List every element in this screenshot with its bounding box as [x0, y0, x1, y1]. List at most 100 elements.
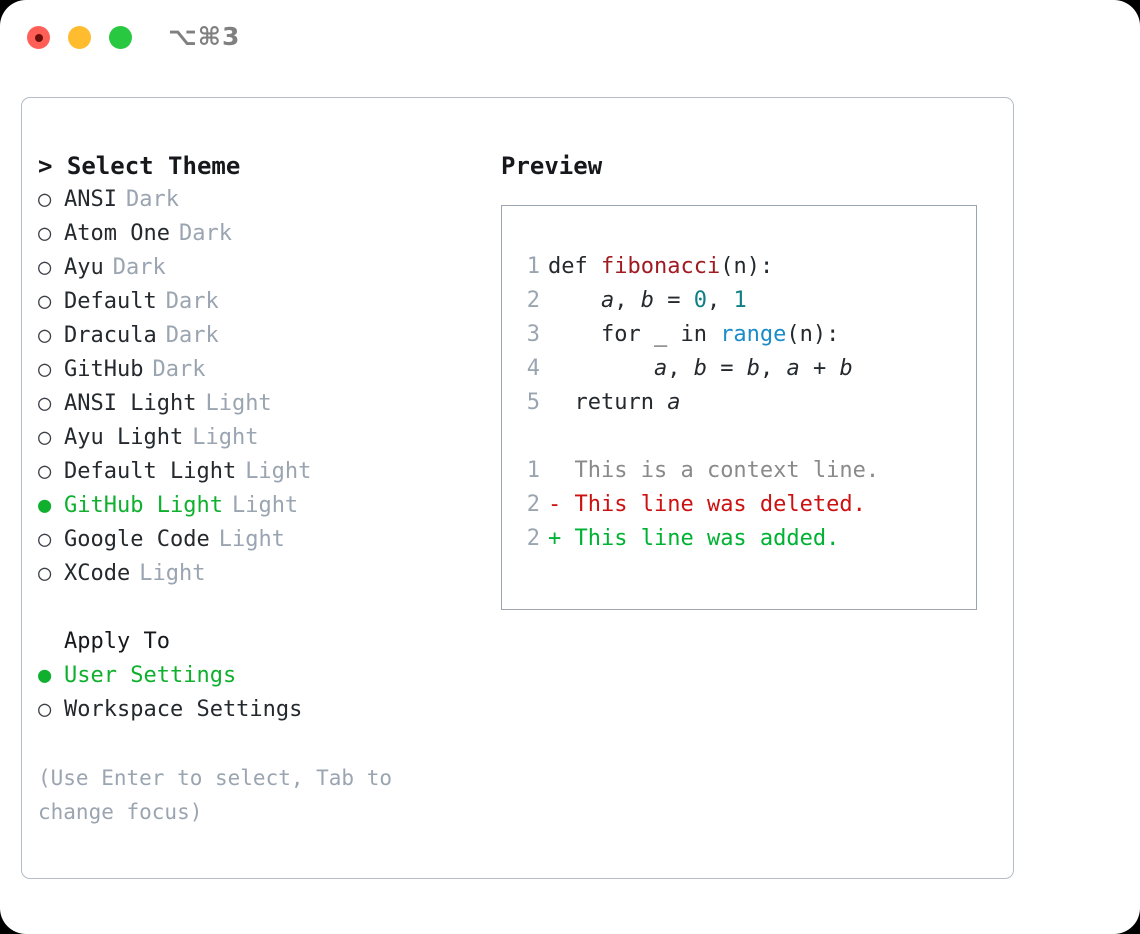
- radio-unselected-icon[interactable]: ○: [38, 255, 52, 280]
- code-token: 1: [733, 288, 747, 313]
- code-token: +: [799, 356, 840, 381]
- theme-option[interactable]: ○ Ayu Dark: [38, 251, 468, 285]
- code-line: 2 a, b = 0, 1: [518, 284, 976, 318]
- theme-option[interactable]: ○ Dracula Dark: [38, 319, 468, 353]
- line-number: 5: [526, 390, 540, 415]
- maximize-button[interactable]: [109, 26, 132, 49]
- close-button[interactable]: [27, 26, 50, 49]
- code-token: range: [720, 322, 787, 347]
- theme-variant-label: Dark: [125, 187, 179, 212]
- radio-unselected-icon[interactable]: ○: [38, 391, 52, 416]
- diff-marker: [548, 458, 561, 483]
- theme-option-label: Ayu Light: [64, 425, 184, 450]
- radio-unselected-icon[interactable]: ○: [38, 323, 52, 348]
- theme-option-label: Atom One: [64, 221, 170, 246]
- code-token: a: [786, 356, 800, 381]
- code-token: fibonacci: [600, 254, 721, 279]
- theme-option[interactable]: ○ Ayu Light Light: [38, 421, 468, 455]
- theme-option[interactable]: ○ Default Dark: [38, 285, 468, 319]
- diff-spacer: [518, 420, 976, 454]
- diff-line: 1 This is a context line.: [518, 454, 976, 488]
- theme-variant-label: Light: [218, 527, 285, 552]
- line-number: 1: [526, 458, 540, 483]
- keyboard-shortcut-label: ⌥⌘3: [168, 22, 241, 51]
- select-theme-heading: > Select Theme: [38, 152, 241, 180]
- theme-option[interactable]: ○ ANSI Dark: [38, 183, 468, 217]
- theme-option[interactable]: ○ GitHub Dark: [38, 353, 468, 387]
- line-number: 1: [526, 254, 540, 279]
- minimize-button[interactable]: [68, 26, 91, 49]
- theme-option-label: ANSI: [64, 187, 117, 212]
- radio-unselected-icon[interactable]: ○: [38, 357, 52, 382]
- radio-unselected-icon[interactable]: ○: [38, 697, 52, 722]
- theme-variant-label: Light: [192, 425, 259, 450]
- code-token: ,: [614, 288, 641, 313]
- code-token: a: [653, 356, 668, 381]
- theme-variant-label: Dark: [165, 323, 219, 348]
- code-token: def: [548, 254, 601, 279]
- theme-option-label: Google Code: [64, 527, 210, 552]
- diff-text: This is a context line.: [561, 458, 880, 483]
- theme-option[interactable]: ○ Google Code Light: [38, 523, 468, 557]
- theme-option[interactable]: ● GitHub Light Light: [38, 489, 468, 523]
- radio-selected-icon[interactable]: ●: [38, 493, 52, 518]
- diff-line: 2+ This line was added.: [518, 522, 976, 556]
- code-token: 0: [693, 288, 707, 313]
- theme-option-label: Dracula: [64, 323, 157, 348]
- code-token: ,: [706, 288, 734, 313]
- theme-option-label: XCode: [64, 561, 131, 586]
- diff-line: 2- This line was deleted.: [518, 488, 976, 522]
- code-token: [548, 288, 601, 313]
- theme-option-label: GitHub: [64, 357, 144, 382]
- radio-unselected-icon[interactable]: ○: [38, 425, 52, 450]
- radio-unselected-icon[interactable]: ○: [38, 221, 52, 246]
- apply-to-option-label: Workspace Settings: [64, 697, 303, 722]
- code-line: 3 for _ in range(n):: [518, 318, 976, 352]
- theme-option-label: GitHub Light: [64, 493, 223, 518]
- keyboard-hint-text: (Use Enter to select, Tab to change focu…: [38, 766, 405, 824]
- theme-variant-label: Light: [245, 459, 312, 484]
- theme-variant-label: Light: [231, 493, 299, 518]
- code-line: 5 return a: [518, 386, 976, 420]
- radio-unselected-icon[interactable]: ○: [38, 289, 52, 314]
- radio-unselected-icon[interactable]: ○: [38, 187, 52, 212]
- theme-variant-label: Dark: [112, 255, 166, 280]
- apply-to-list[interactable]: ●User Settings ○ Workspace Settings: [38, 659, 468, 727]
- window-controls: [27, 26, 132, 49]
- code-token: for _ in: [548, 322, 721, 347]
- theme-variant-label: Dark: [165, 289, 219, 314]
- radio-selected-icon[interactable]: ●: [38, 663, 52, 688]
- theme-option-label: Default: [64, 289, 157, 314]
- preview-heading: Preview: [501, 152, 603, 180]
- line-number: 4: [526, 356, 540, 381]
- apply-to-option[interactable]: ●User Settings: [38, 659, 468, 693]
- code-token: =: [653, 288, 694, 313]
- radio-unselected-icon[interactable]: ○: [38, 561, 52, 586]
- line-number: 2: [526, 526, 540, 551]
- code-token: a: [667, 390, 681, 415]
- code-token: (n):: [786, 322, 840, 347]
- theme-variant-label: Dark: [152, 357, 206, 382]
- diff-marker: +: [548, 526, 562, 551]
- theme-option-label: Ayu: [64, 255, 104, 280]
- radio-unselected-icon[interactable]: ○: [38, 459, 52, 484]
- apply-to-option[interactable]: ○ Workspace Settings: [38, 693, 468, 727]
- code-token: b: [640, 288, 654, 313]
- code-token: a: [600, 288, 615, 313]
- radio-unselected-icon[interactable]: ○: [38, 527, 52, 552]
- diff-text: This line was deleted.: [561, 492, 866, 517]
- line-number: 3: [526, 322, 540, 347]
- code-token: b: [693, 356, 707, 381]
- title-bar: ⌥⌘3: [0, 0, 1140, 78]
